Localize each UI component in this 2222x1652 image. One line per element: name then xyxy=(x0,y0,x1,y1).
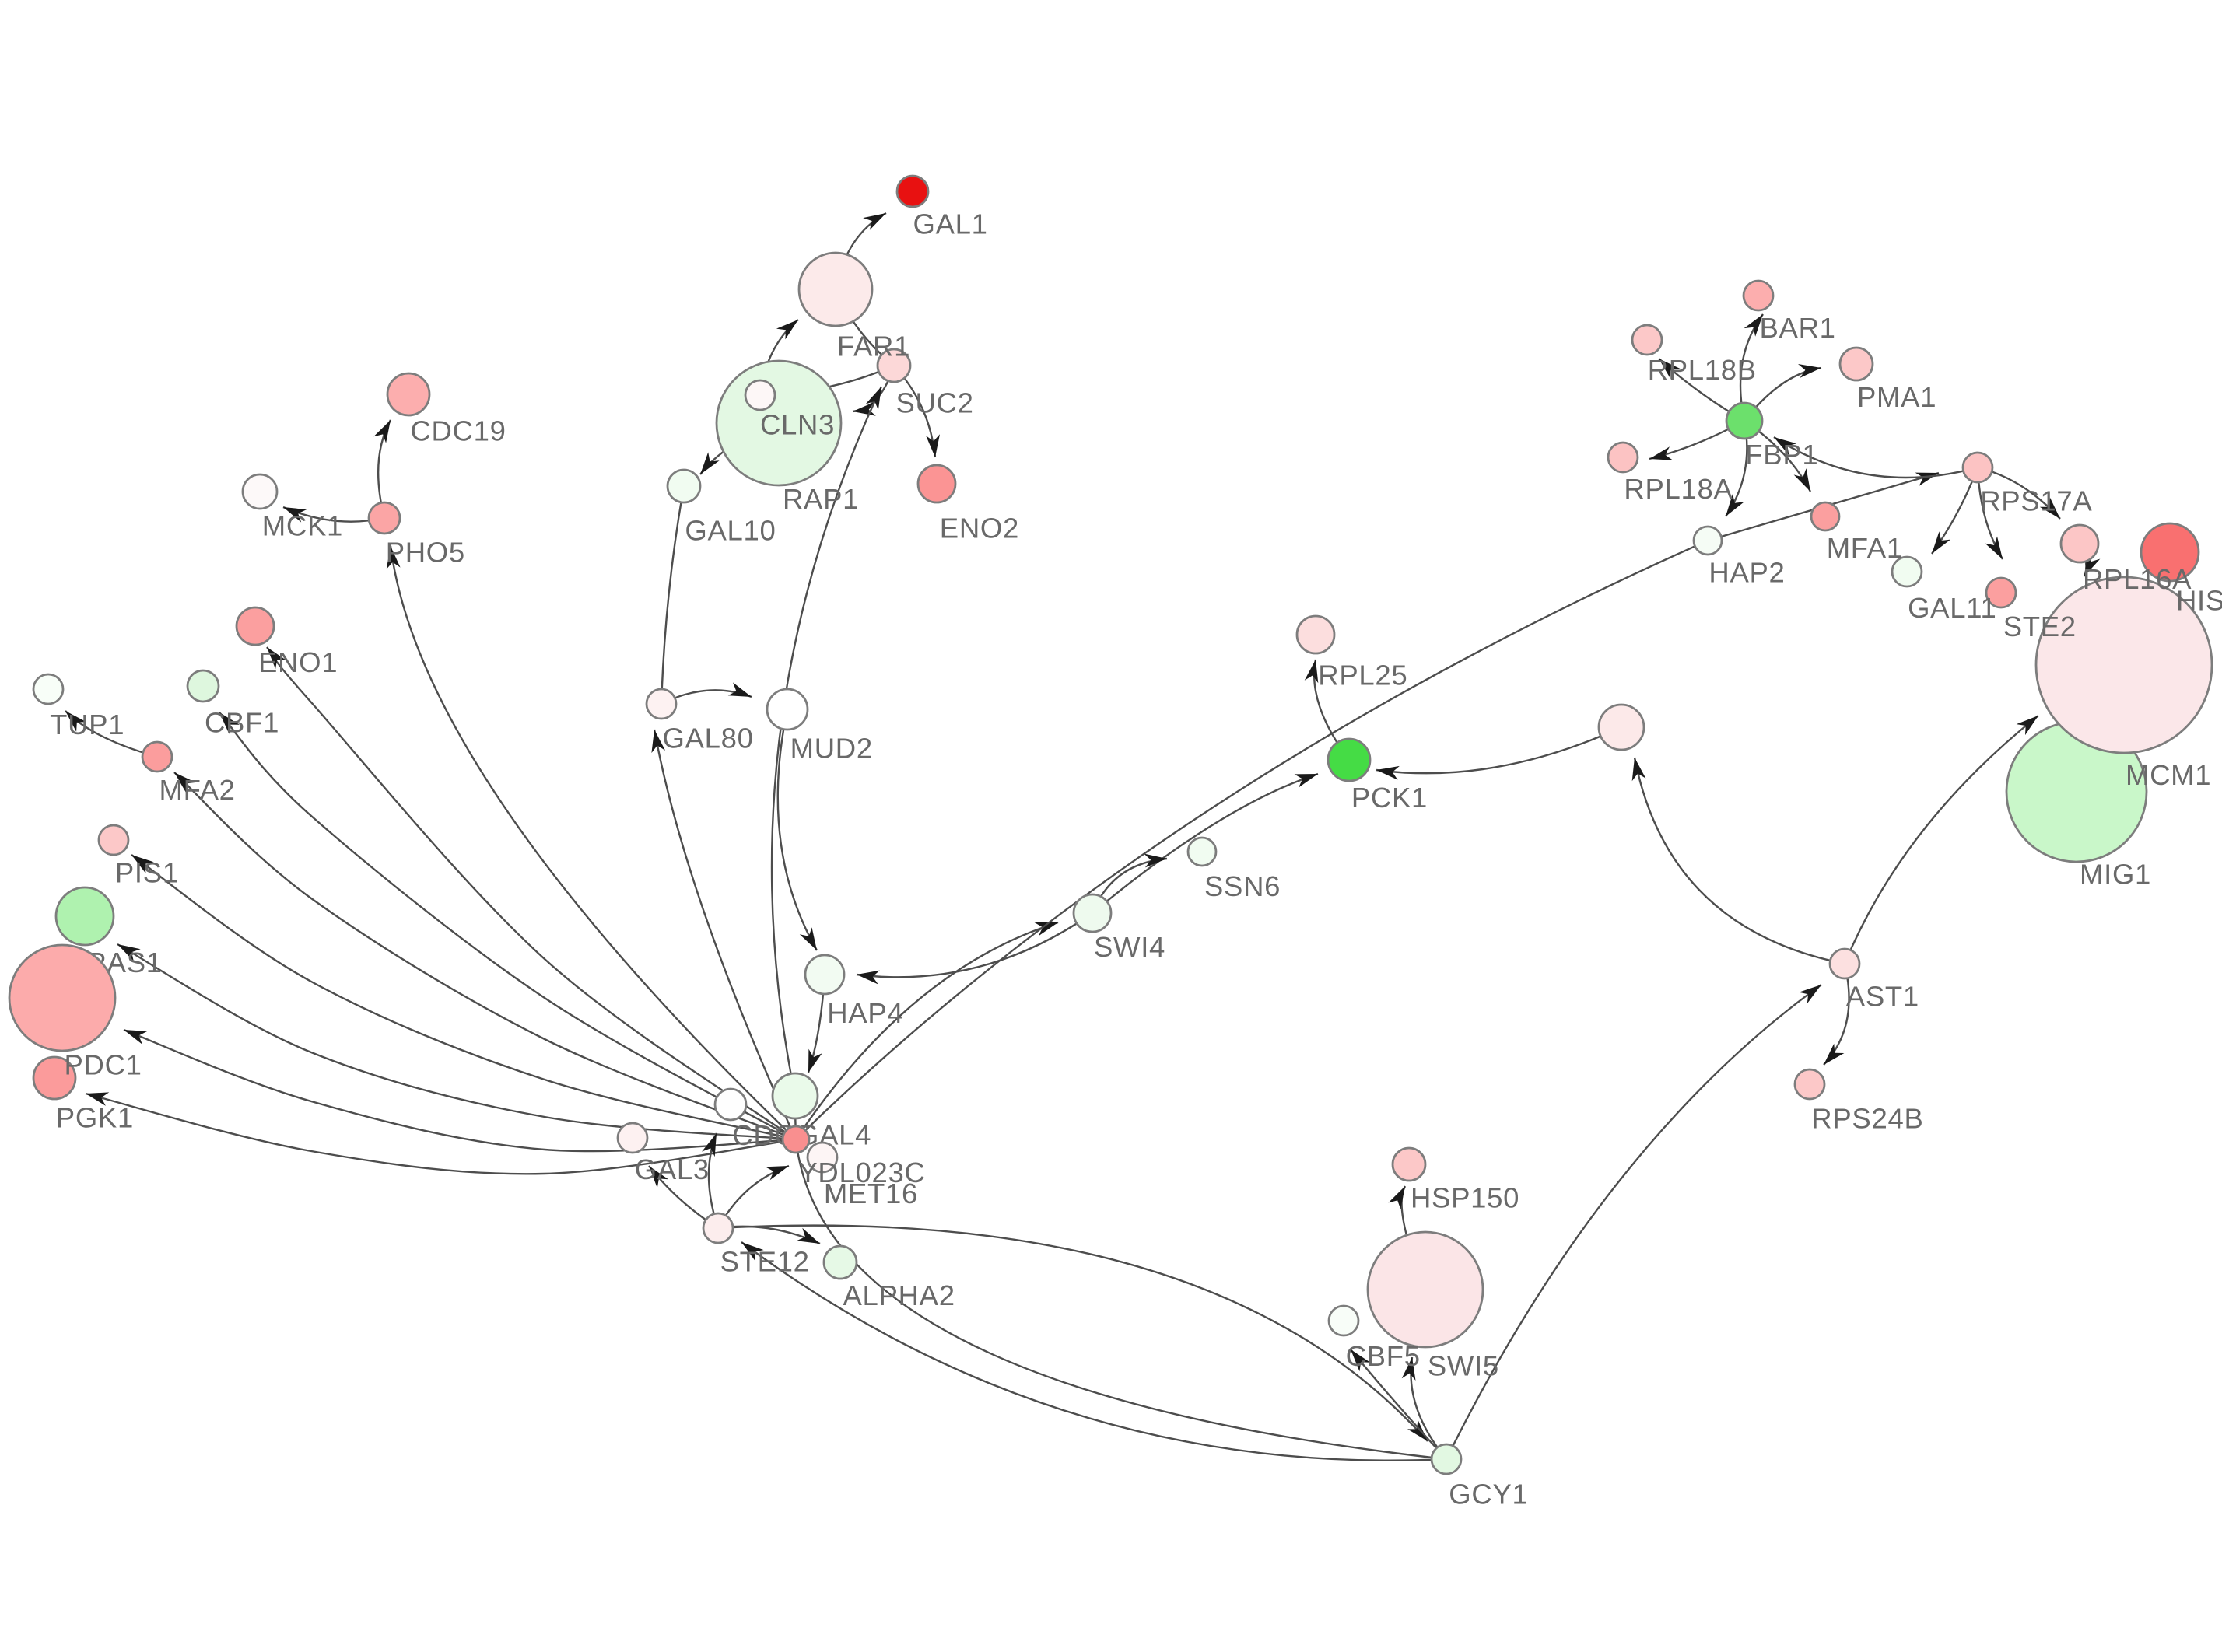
svg-text:GCY1: GCY1 xyxy=(1449,1478,1528,1510)
svg-text:ENO1: ENO1 xyxy=(258,646,338,678)
svg-text:BAR1: BAR1 xyxy=(1760,312,1836,344)
svg-text:SWI5: SWI5 xyxy=(1428,1349,1499,1381)
svg-text:RPL16A: RPL16A xyxy=(2083,563,2192,595)
svg-text:CLN3: CLN3 xyxy=(760,409,835,441)
svg-text:RPL18A: RPL18A xyxy=(1624,473,1733,505)
svg-text:RAP1: RAP1 xyxy=(783,483,859,515)
svg-text:STE2: STE2 xyxy=(2003,611,2077,642)
svg-text:RPS24B: RPS24B xyxy=(1811,1102,1923,1134)
svg-text:MCK1: MCK1 xyxy=(262,510,343,542)
svg-text:MET16: MET16 xyxy=(824,1178,918,1209)
svg-text:HSP150: HSP150 xyxy=(1411,1181,1519,1213)
svg-text:PHO5: PHO5 xyxy=(386,537,465,569)
svg-text:GAL3: GAL3 xyxy=(635,1153,710,1185)
svg-text:TUP1: TUP1 xyxy=(50,709,124,740)
svg-text:RPS17A: RPS17A xyxy=(1980,485,2092,517)
svg-text:PIS1: PIS1 xyxy=(115,857,179,889)
svg-text:HAP4: HAP4 xyxy=(827,997,903,1029)
svg-text:RPL25: RPL25 xyxy=(1318,660,1407,691)
svg-text:SUC2: SUC2 xyxy=(896,387,974,418)
svg-text:SWI4: SWI4 xyxy=(1094,931,1165,963)
svg-text:PCK1: PCK1 xyxy=(1351,782,1428,814)
svg-text:GAL80: GAL80 xyxy=(663,722,754,754)
svg-text:FAR1: FAR1 xyxy=(837,331,910,362)
svg-text:MCM1: MCM1 xyxy=(2126,759,2211,791)
svg-text:GAL10: GAL10 xyxy=(685,515,776,547)
svg-text:STE12: STE12 xyxy=(720,1246,810,1278)
svg-text:HAP2: HAP2 xyxy=(1709,557,1785,589)
svg-text:RPL18B: RPL18B xyxy=(1648,354,1757,386)
svg-text:PMA1: PMA1 xyxy=(1857,381,1936,413)
svg-text:MIG1: MIG1 xyxy=(2080,859,2151,891)
svg-text:CDC19: CDC19 xyxy=(411,415,506,447)
svg-text:MFA2: MFA2 xyxy=(159,774,236,806)
svg-text:AST1: AST1 xyxy=(1846,981,1919,1013)
svg-text:PDC1: PDC1 xyxy=(65,1049,142,1081)
svg-text:CBF1: CBF1 xyxy=(205,707,279,739)
svg-text:GAL1: GAL1 xyxy=(913,208,988,240)
svg-text:GAL11: GAL11 xyxy=(1908,592,1996,624)
svg-text:SSN6: SSN6 xyxy=(1204,870,1281,902)
svg-text:PGK1: PGK1 xyxy=(56,1101,134,1133)
svg-text:FBP1: FBP1 xyxy=(1745,439,1818,471)
svg-text:ALPHA2: ALPHA2 xyxy=(843,1279,955,1311)
svg-text:CBF5: CBF5 xyxy=(1346,1340,1421,1372)
svg-text:MFA1: MFA1 xyxy=(1827,532,1903,564)
svg-text:YDL023C: YDL023C xyxy=(798,1157,925,1188)
svg-text:ENO2: ENO2 xyxy=(940,512,1019,544)
svg-text:HIS4: HIS4 xyxy=(2176,585,2222,617)
svg-text:MUD2: MUD2 xyxy=(790,732,873,764)
